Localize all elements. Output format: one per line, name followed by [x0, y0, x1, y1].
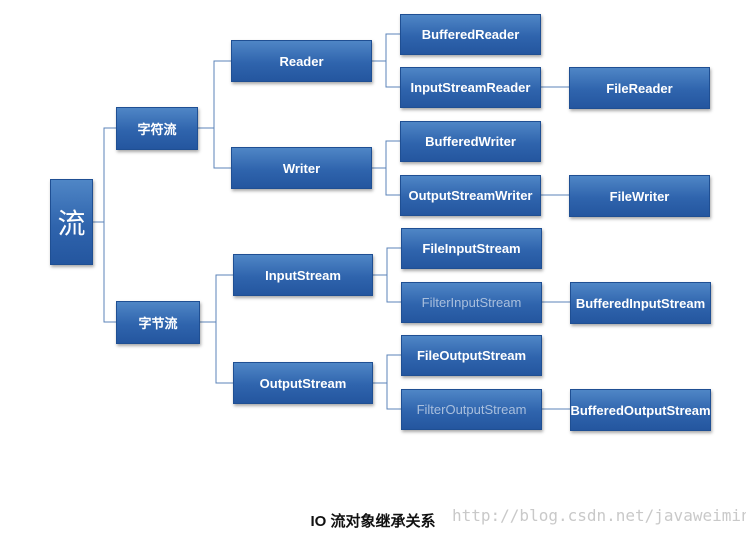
- node-character-stream: 字符流: [116, 107, 198, 150]
- node-byte-stream: 字节流: [116, 301, 200, 344]
- node-filereader: FileReader: [569, 67, 710, 109]
- node-bufferedoutputstream: BufferedOutputStream: [570, 389, 711, 431]
- node-filteroutputstream: FilterOutputStream: [401, 389, 542, 430]
- node-outputstreamwriter: OutputStreamWriter: [400, 175, 541, 216]
- node-bufferedinputstream: BufferedInputStream: [570, 282, 711, 324]
- node-reader: Reader: [231, 40, 372, 82]
- node-filterinputstream: FilterInputStream: [401, 282, 542, 323]
- node-writer: Writer: [231, 147, 372, 189]
- node-inputstream: InputStream: [233, 254, 373, 296]
- node-stream-root: 流: [50, 179, 93, 265]
- node-outputstream: OutputStream: [233, 362, 373, 404]
- watermark-url: http://blog.csdn.net/javaweiming: [452, 506, 746, 525]
- node-bufferedwriter: BufferedWriter: [400, 121, 541, 162]
- node-bufferedreader: BufferedReader: [400, 14, 541, 55]
- node-filewriter: FileWriter: [569, 175, 710, 217]
- node-fileoutputstream: FileOutputStream: [401, 335, 542, 376]
- node-fileinputstream: FileInputStream: [401, 228, 542, 269]
- node-inputstreamreader: InputStreamReader: [400, 67, 541, 108]
- diagram-caption: IO 流对象继承关系: [310, 513, 436, 530]
